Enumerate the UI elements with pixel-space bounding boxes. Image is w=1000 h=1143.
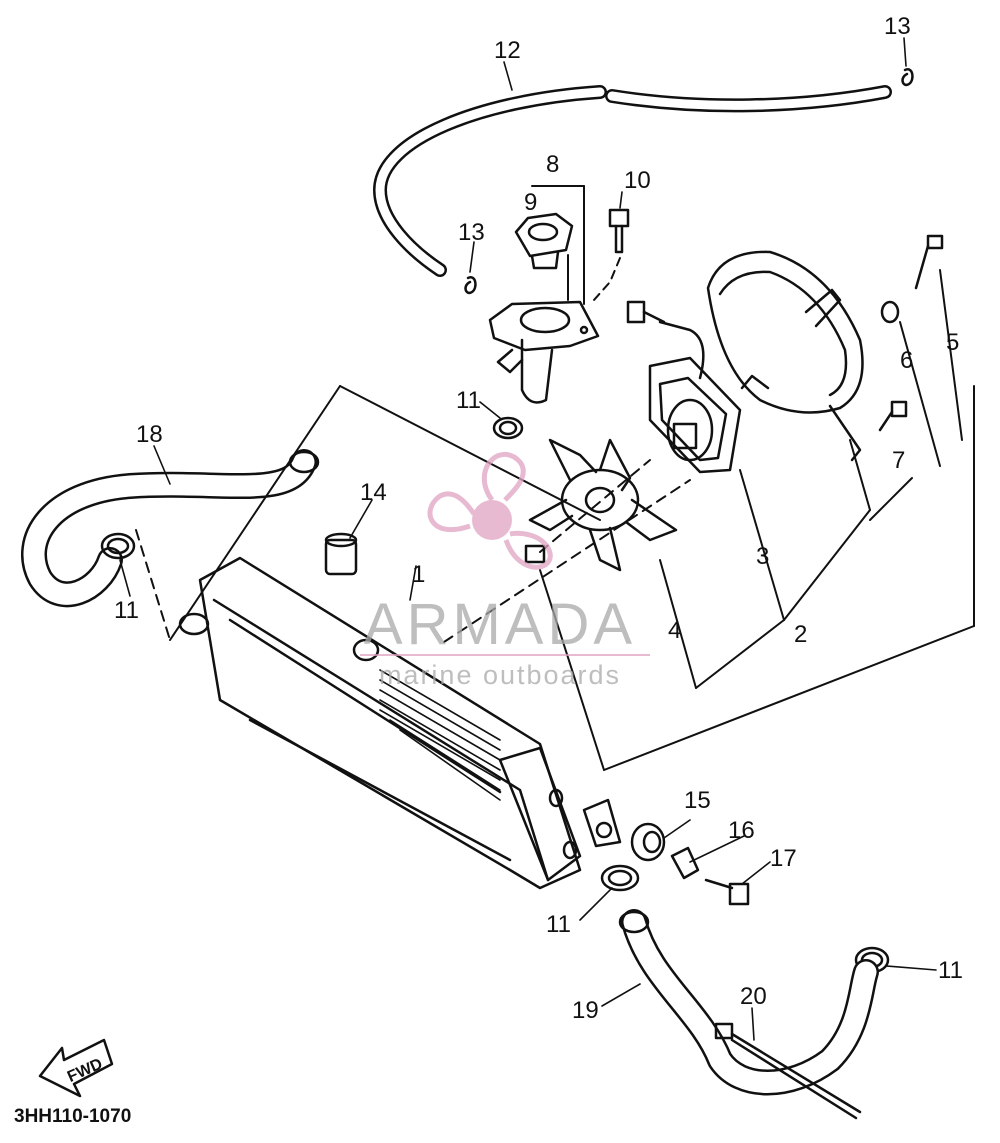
grommet: [630, 822, 666, 862]
callout-18: 18: [136, 421, 163, 448]
fwd-arrow-icon: [38, 1038, 114, 1098]
callout-11: 11: [114, 597, 139, 624]
callout-2: 2: [794, 621, 807, 648]
callout-13: 13: [458, 219, 485, 246]
filler-neck: [488, 300, 600, 404]
fan-motor: [626, 300, 742, 474]
callout-6: 6: [900, 347, 913, 374]
callout-1: 1: [412, 561, 425, 588]
hose-clip-icon: [901, 68, 914, 87]
callout-11: 11: [938, 957, 963, 984]
watermark-brand: ARMADA: [364, 592, 636, 657]
callout-19: 19: [572, 997, 599, 1024]
bracket: [582, 798, 622, 848]
propeller-logo-icon: [427, 452, 553, 570]
callout-3: 3: [756, 543, 769, 570]
diagram-code: 3HH110-1070: [14, 1106, 131, 1127]
callout-11: 11: [546, 911, 571, 938]
hose-clamp-icon: [100, 532, 136, 560]
callout-8: 8: [546, 151, 559, 178]
callout-17: 17: [770, 845, 797, 872]
upper-hose: [21, 449, 320, 608]
hose-clamp-icon: [492, 416, 524, 440]
bolt-icon: [878, 400, 908, 432]
callout-16: 16: [728, 817, 755, 844]
callout-15: 15: [684, 787, 711, 814]
nut-icon: [524, 544, 546, 564]
logo-hub: [472, 500, 512, 540]
bolt-icon: [704, 878, 750, 906]
radiator-cap: [514, 212, 574, 270]
bolt-icon: [914, 234, 944, 290]
fan-shroud: [706, 250, 864, 462]
callout-13: 13: [884, 13, 911, 40]
radiator: [178, 556, 582, 890]
callout-12: 12: [494, 37, 521, 64]
callout-5: 5: [946, 329, 959, 356]
callout-10: 10: [624, 167, 651, 194]
breather-hose: [373, 85, 892, 277]
callout-7: 7: [892, 447, 905, 474]
nut-icon: [880, 300, 900, 324]
collar: [670, 846, 700, 880]
callout-11: 11: [456, 387, 481, 414]
lower-hose: [618, 909, 879, 1096]
drain-cap: [324, 532, 358, 576]
callout-4: 4: [668, 617, 681, 644]
fwd-label: FWD: [65, 1055, 105, 1085]
armada-watermark: ARMADA marine outboards: [360, 452, 650, 690]
callout-9: 9: [524, 189, 537, 216]
cable-tie: [714, 1022, 862, 1120]
fan-blade: [528, 438, 678, 572]
callout-20: 20: [740, 983, 767, 1010]
callout-14: 14: [360, 479, 387, 506]
watermark-tagline: marine outboards: [379, 660, 621, 690]
bolt-icon: [608, 208, 630, 254]
hose-clip-icon: [464, 276, 477, 295]
logo-blades: [427, 452, 553, 570]
hose-clamp-icon: [600, 864, 640, 892]
